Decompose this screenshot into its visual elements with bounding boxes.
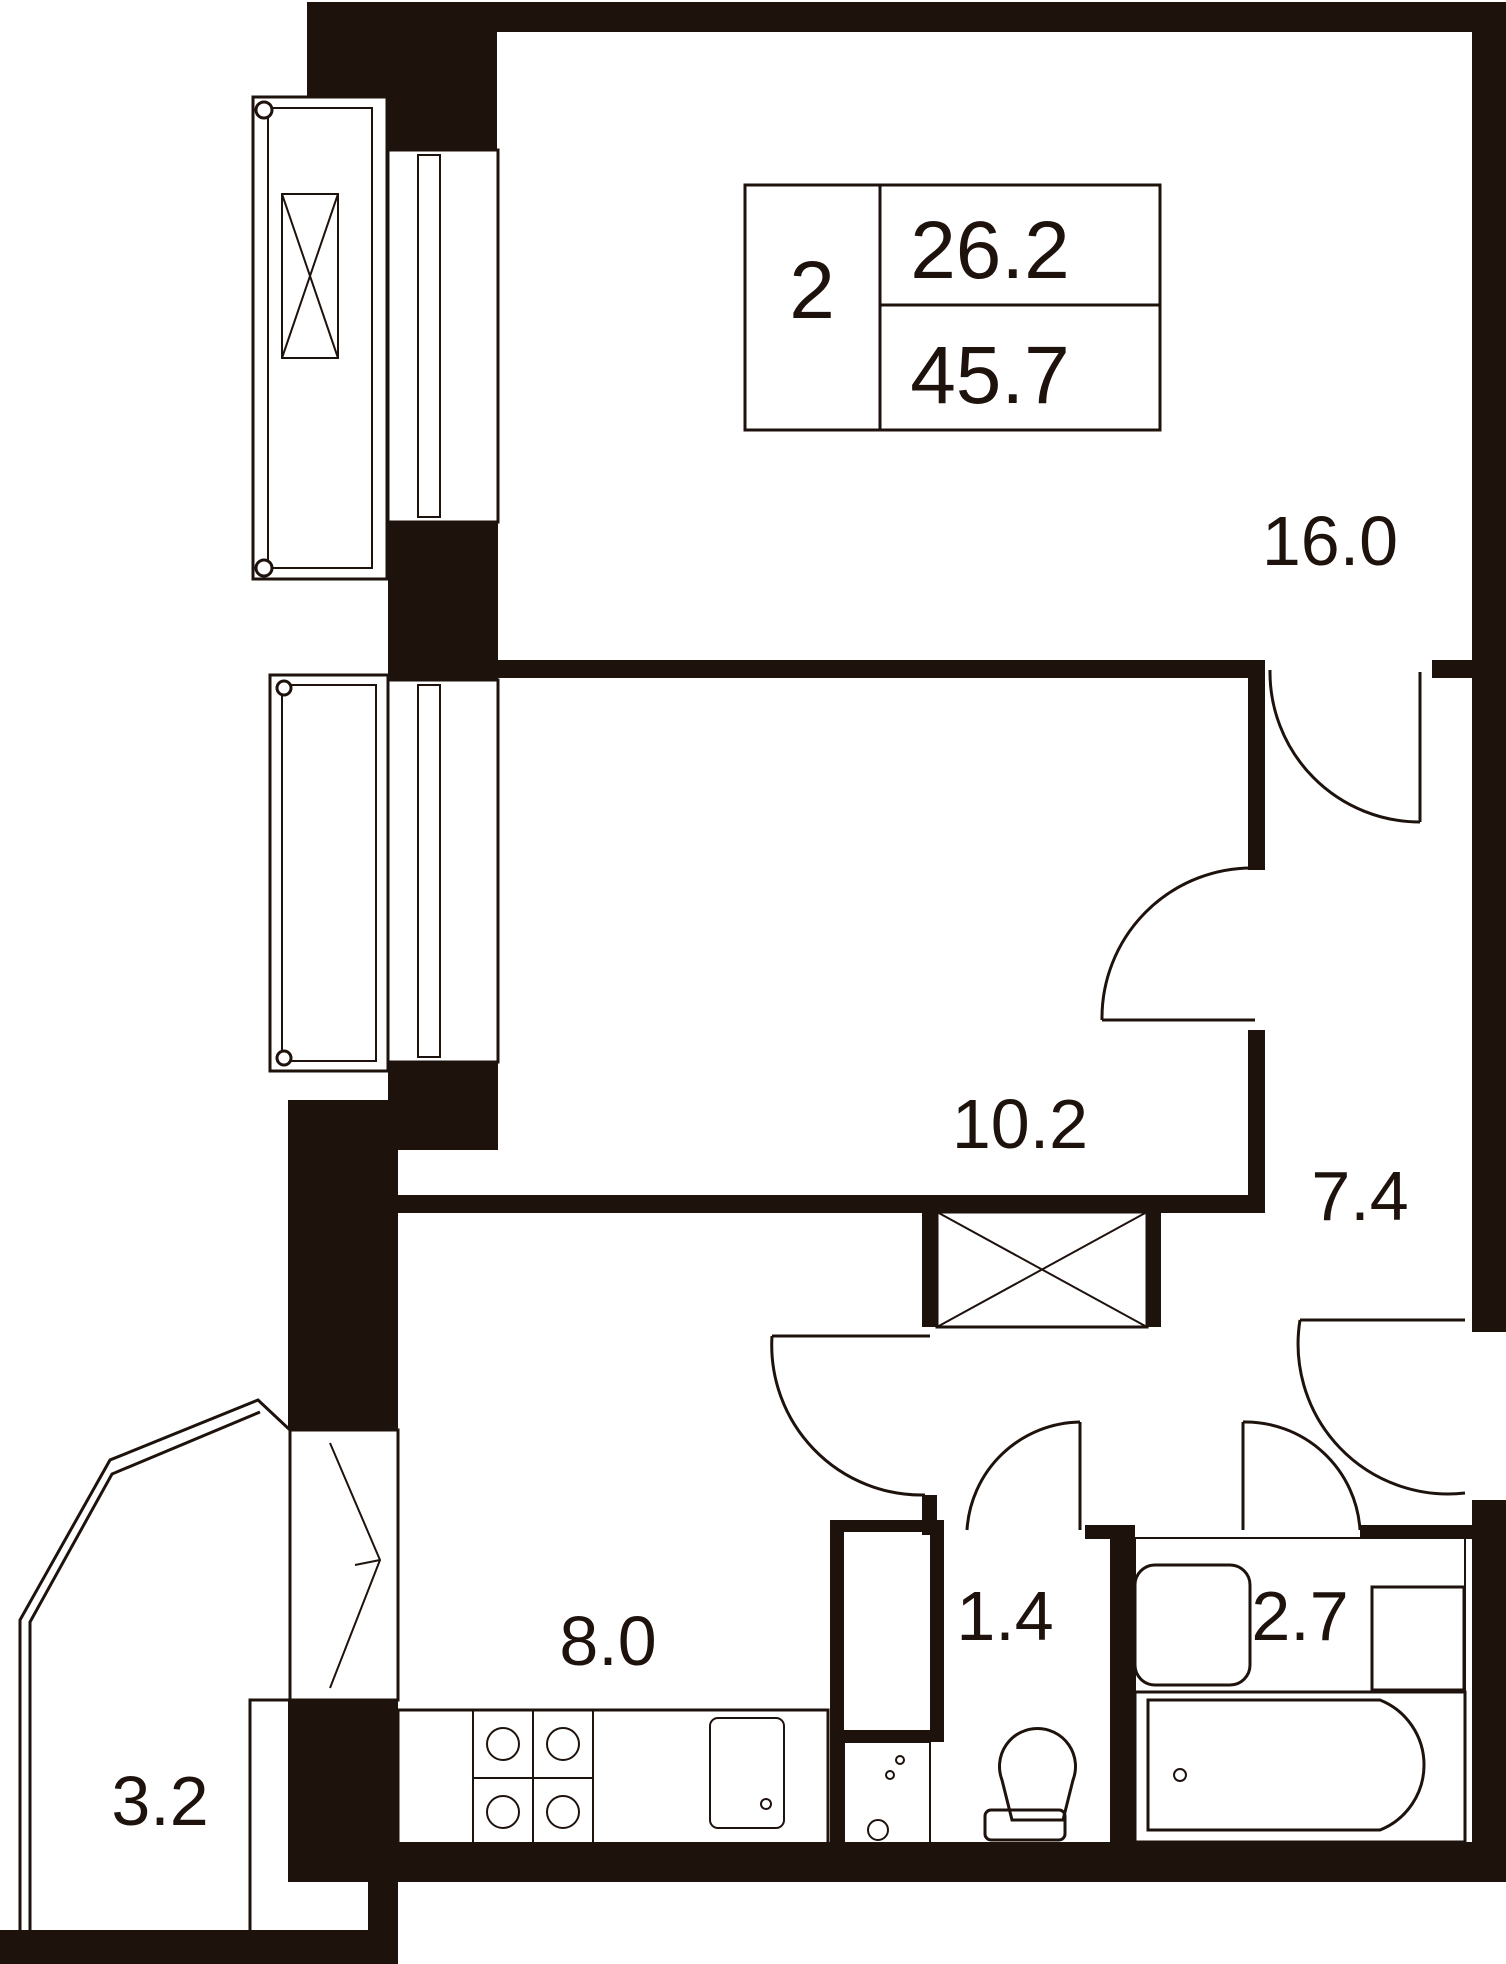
kitchen-counter	[396, 1708, 830, 1852]
toilet	[843, 1727, 1077, 1851]
interior-walls	[398, 660, 1472, 1860]
room-label-bathroom: 2.7	[1251, 1577, 1348, 1655]
area-summary-box: 2 26.2 45.7	[743, 183, 1162, 432]
total-area: 45.7	[910, 330, 1070, 421]
loggia	[18, 1398, 400, 1960]
room-label-hallway: 7.4	[1311, 1157, 1408, 1235]
room-label-toilet: 1.4	[956, 1577, 1053, 1655]
living-area: 26.2	[910, 205, 1070, 296]
room-label-bedroom-large: 16.0	[1262, 502, 1398, 580]
room-label-loggia: 3.2	[111, 1762, 208, 1840]
room-label-kitchen: 8.0	[559, 1602, 656, 1680]
room-count: 2	[789, 245, 835, 336]
balcony-window-top	[251, 95, 500, 581]
window-small-bedroom	[268, 673, 500, 1073]
room-labels: 16.0 10.2 7.4 8.0 1.4 2.7 3.2	[111, 502, 1408, 1840]
bathroom-fixtures	[1133, 1537, 1467, 1844]
room-label-bedroom-small: 10.2	[952, 1085, 1088, 1163]
doors	[770, 669, 1466, 1531]
